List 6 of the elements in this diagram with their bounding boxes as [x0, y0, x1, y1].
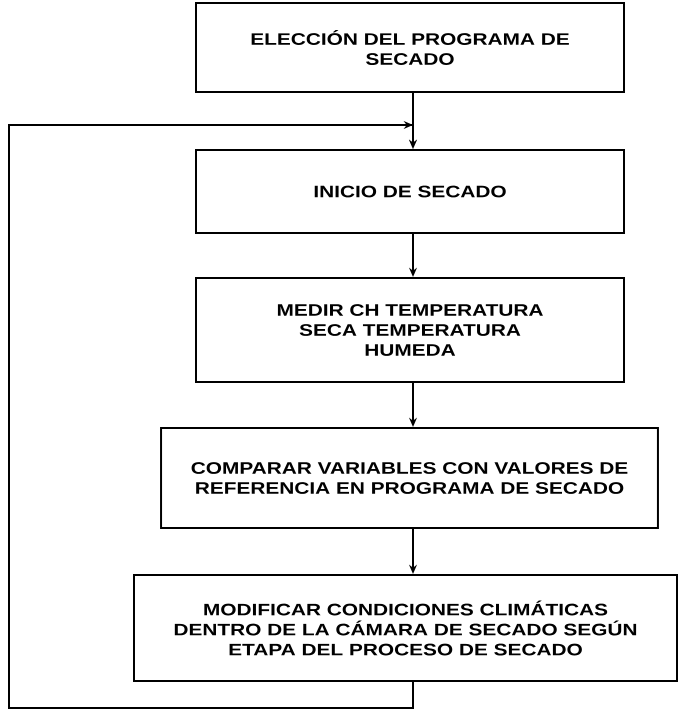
process-box: MEDIR CH TEMPERATURA SECA TEMPERATURA HUMEDA: [195, 277, 625, 383]
process-box: MODIFICAR CONDICIONES CLIMÁTICAS DENTRO DE LA CÁMARA DE SECADO SEGÚN ETAPA DEL PROCESO DE SECADO: [133, 574, 678, 682]
process-box: ELECCIÓN DEL PROGRAMA DE SECADO: [195, 2, 625, 93]
process-box: COMPARAR VARIABLES CON VALORES DE REFERENCIA EN PROGRAMA DE SECADO: [160, 427, 659, 529]
arrow: [8, 120, 418, 709]
process-box: INICIO DE SECADO: [195, 149, 625, 234]
